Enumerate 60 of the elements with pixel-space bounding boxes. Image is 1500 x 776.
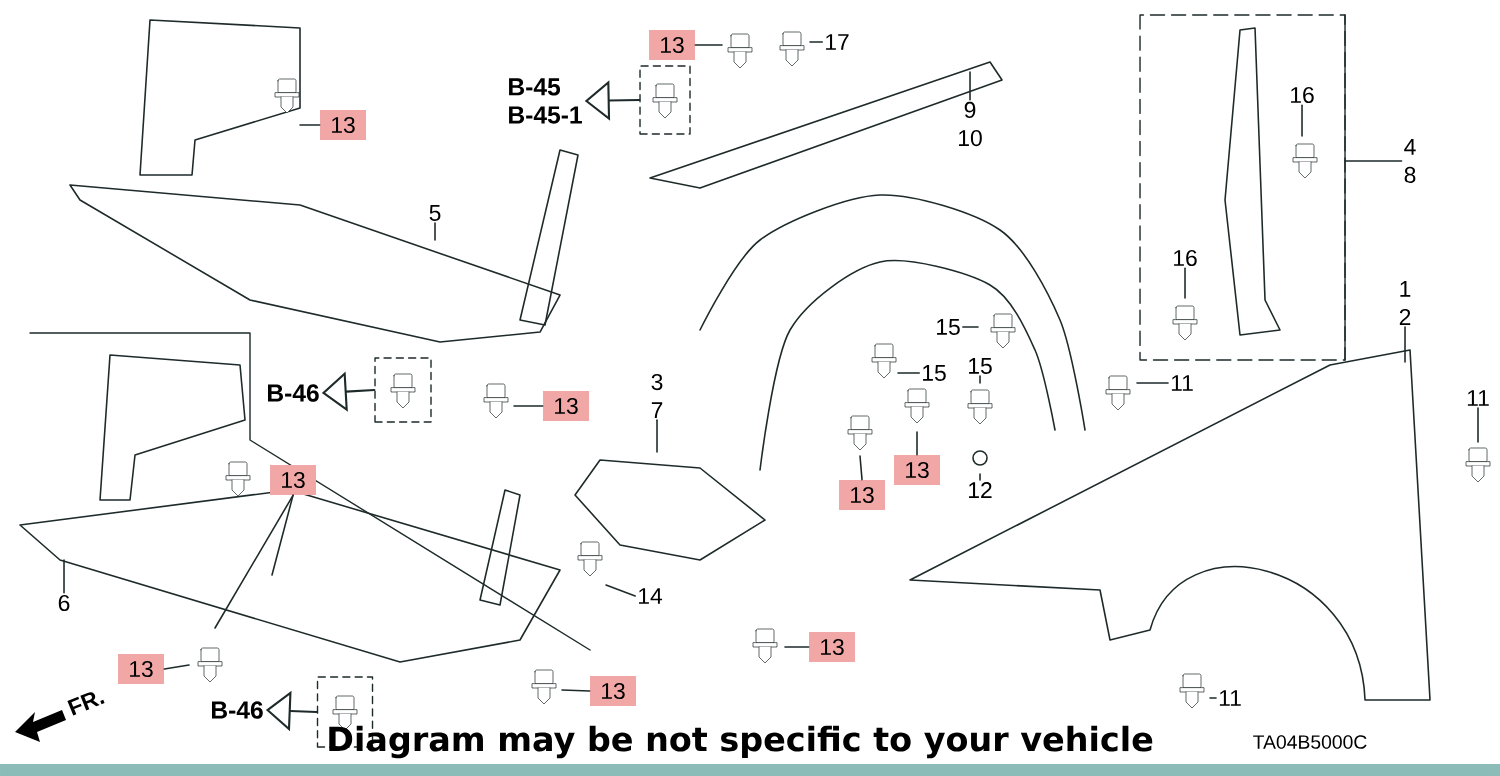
callout-number: 17 [822, 32, 852, 52]
leader-line [63, 559, 65, 594]
leader-line [784, 646, 810, 648]
callout-number: 6 [55, 593, 73, 613]
callout-number: 13 [118, 654, 164, 684]
leader-line [962, 326, 979, 328]
leader-line [299, 124, 321, 126]
leader-line [561, 689, 591, 692]
leader-line [513, 405, 544, 407]
leader-line [859, 455, 863, 481]
callout-number: 3 7 [648, 372, 666, 420]
callout-number: 15 [965, 356, 995, 376]
callout-number: 11 [1168, 373, 1196, 393]
leader-line [1404, 326, 1406, 363]
leader-line [694, 44, 723, 46]
callout-number: 13 [320, 110, 366, 140]
dashed-box [639, 65, 691, 135]
callout-number: 13 [839, 480, 885, 510]
callout-number: 13 [270, 465, 316, 495]
callout-number: 13 [894, 455, 940, 485]
callout-number: 13 [543, 391, 589, 421]
leader-line [1301, 104, 1303, 137]
callout-number: 15 [919, 363, 949, 383]
dashed-box [374, 357, 432, 423]
leader-line [916, 431, 918, 456]
callout-number: 13 [590, 676, 636, 706]
leader-line [605, 584, 636, 597]
leader-line [656, 419, 658, 453]
callout-number: 13 [649, 30, 695, 60]
leader-line [809, 41, 823, 43]
reference-label: B-45 B-45-1 [509, 78, 582, 124]
callout-number: 4 8 [1401, 137, 1419, 185]
reference-label: B-46 [212, 701, 263, 719]
part-code: TA04B5000C [1253, 735, 1367, 749]
callout-number: 14 [635, 586, 665, 606]
leader-line [1209, 697, 1217, 699]
callout-number: 16 [1287, 85, 1317, 105]
callout-number: 11 [1216, 688, 1244, 708]
callout-number: 1 2 [1396, 279, 1414, 327]
leader-line [214, 494, 294, 629]
leader-line [434, 222, 436, 241]
leader-line [1136, 382, 1169, 384]
leader-line [271, 494, 294, 576]
leader-line [163, 664, 190, 670]
callout-number: 15 [933, 317, 963, 337]
leader-line [979, 375, 981, 384]
disclaimer-text: Diagram may be not specific to your vehicle [329, 725, 1153, 759]
callout-number: 9 10 [955, 100, 985, 148]
leader-line [1344, 160, 1403, 162]
leader-line [1477, 407, 1479, 443]
callout-number: 11 [1464, 388, 1492, 408]
reference-label: B-46 [268, 384, 319, 402]
leader-line [979, 473, 981, 481]
callout-number: 13 [809, 632, 855, 662]
leader-line [969, 71, 971, 101]
callout-number: 5 [426, 203, 444, 223]
callout-number: 12 [965, 480, 995, 500]
leader-line [1184, 267, 1186, 299]
leader-line [897, 372, 920, 374]
callout-number: 16 [1170, 248, 1200, 268]
